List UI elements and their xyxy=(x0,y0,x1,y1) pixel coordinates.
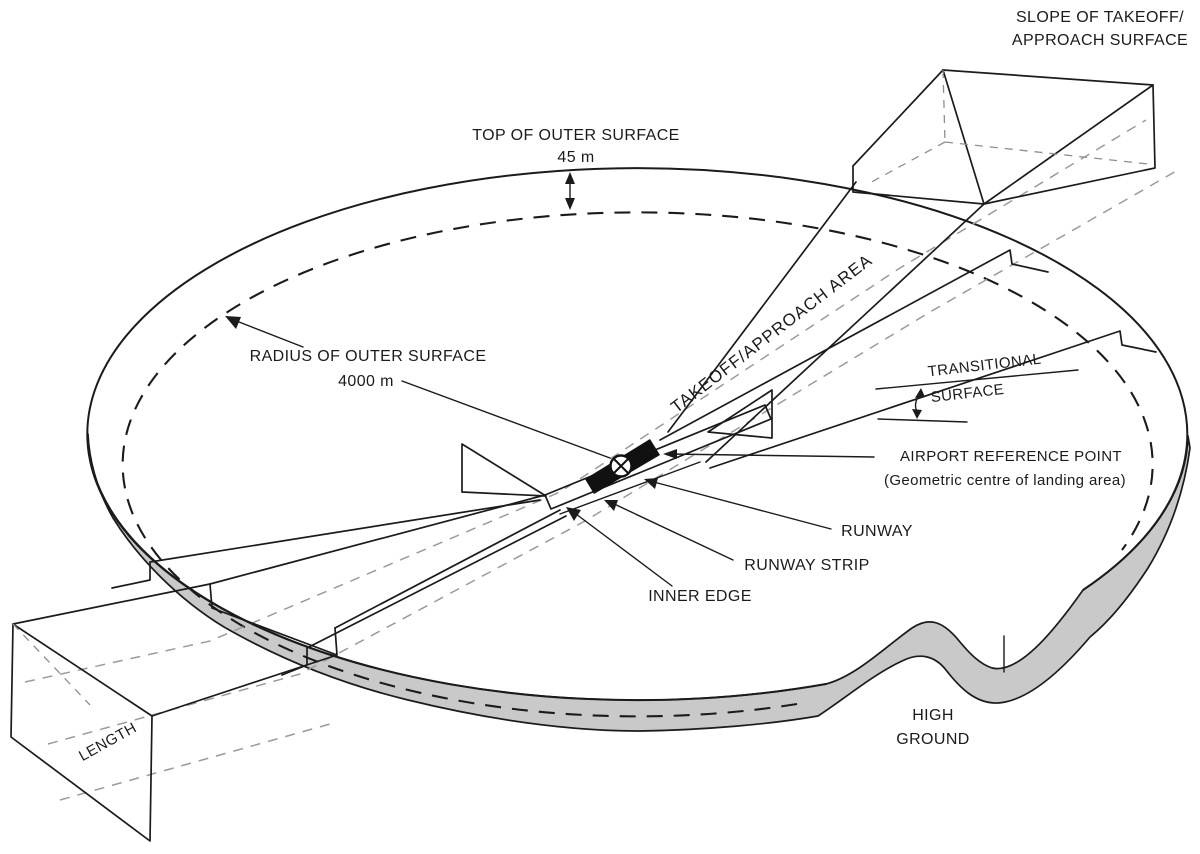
runway-strip-leader xyxy=(609,501,734,561)
takeoff-approach-surface-upper xyxy=(659,181,1157,469)
corridor-centerline-1 xyxy=(24,119,1147,683)
high-ground-label-line2: GROUND xyxy=(896,731,970,748)
slope-label-line1: SLOPE OF TAKEOFF/ xyxy=(1016,9,1184,26)
transitional-label-line2: SURFACE xyxy=(930,381,1005,406)
diagram-labels: SLOPE OF TAKEOFF/ APPROACH SURFACE TOP O… xyxy=(76,9,1188,765)
radius-outer-surface-label: RADIUS OF OUTER SURFACE xyxy=(250,348,487,365)
arp-label-line1: AIRPORT REFERENCE POINT xyxy=(900,448,1122,465)
outer-surface-top-edge xyxy=(86,167,1189,702)
runway-strip-label: RUNWAY STRIP xyxy=(744,557,869,574)
runway-strip-outline xyxy=(544,404,772,515)
inner-edge-leader xyxy=(571,510,673,587)
arp-label-line2: (Geometric centre of landing area) xyxy=(884,472,1126,489)
takeoff-approach-surface-lower xyxy=(111,494,567,676)
top-outer-surface-label: TOP OF OUTER SURFACE xyxy=(472,127,679,144)
takeoff-surface-end-box-upper xyxy=(852,69,1156,205)
transitional-lower-line xyxy=(877,418,968,423)
airport-reference-point-symbol xyxy=(609,454,633,478)
runway-leader xyxy=(649,480,832,530)
transitional-upper-line xyxy=(875,369,1079,390)
high-ground-label-line1: HIGH xyxy=(912,707,954,724)
radius-value-label: 4000 m xyxy=(338,373,394,390)
radius-line-to-centre xyxy=(401,380,611,459)
runway-label: RUNWAY xyxy=(841,523,913,540)
radius-leader xyxy=(233,319,304,348)
leader-lines xyxy=(225,172,1079,587)
transitional-surface-wedge-right xyxy=(707,389,773,439)
arp-leader xyxy=(667,453,875,458)
top-outer-height-label: 45 m xyxy=(557,149,594,166)
inner-edge-label: INNER EDGE xyxy=(648,588,752,605)
takeoff-surface-end-box-lower xyxy=(10,583,338,842)
ground-circle-dashed xyxy=(121,211,1154,718)
transitional-surface-wedge-left xyxy=(461,443,547,497)
slope-label-line2: APPROACH SURFACE xyxy=(1012,32,1188,49)
length-label: LENGTH xyxy=(76,719,140,765)
